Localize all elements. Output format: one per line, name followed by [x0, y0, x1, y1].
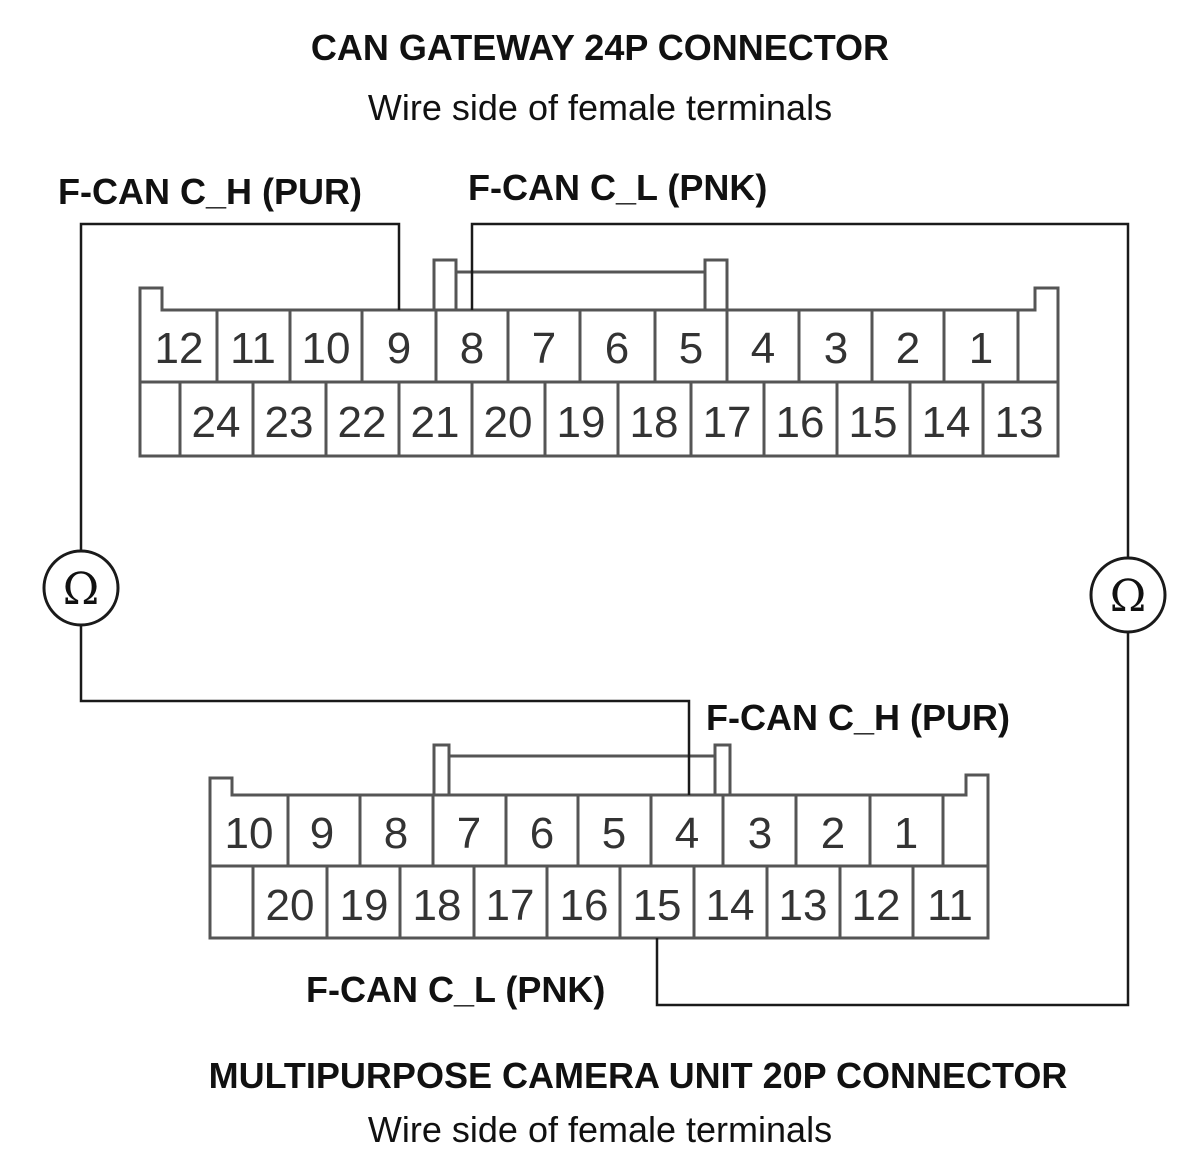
top-connector: [138, 258, 1060, 458]
wire-can-high-lower: [79, 624, 691, 795]
bottom-label-can-low: F-CAN C_L (PNK): [306, 969, 606, 1010]
top-connector-row1-pins: 12 11 10 9 8 7 6 5 4 3 2 1: [155, 324, 994, 373]
top-pin: 20: [484, 398, 533, 447]
ohm-icon: Ω: [1110, 571, 1146, 622]
top-pin: 5: [679, 324, 703, 373]
bottom-pin: 6: [530, 809, 554, 858]
top-pin: 9: [387, 324, 411, 373]
top-pin: 21: [411, 398, 460, 447]
bottom-pin: 9: [310, 809, 334, 858]
top-pin: 16: [776, 398, 825, 447]
bottom-connector-subtitle: Wire side of female terminals: [367, 1109, 833, 1150]
top-pin: 2: [896, 324, 920, 373]
top-pin: 3: [824, 324, 848, 373]
bottom-connector: [208, 743, 990, 940]
top-pin: 7: [532, 324, 556, 373]
top-label-can-high: F-CAN C_H (PUR): [58, 171, 362, 212]
top-pin: 15: [849, 398, 898, 447]
top-pin: 1: [969, 324, 993, 373]
bottom-pin: 12: [852, 881, 901, 930]
top-pin: 22: [338, 398, 387, 447]
bottom-pin: 4: [675, 809, 699, 858]
bottom-pin: 1: [894, 809, 918, 858]
bottom-pin: 10: [225, 809, 274, 858]
bottom-connector-row2-pins: 20 19 18 17 16 15 14 13 12 11: [266, 881, 973, 930]
top-connector-title: CAN GATEWAY 24P CONNECTOR: [310, 27, 890, 68]
bottom-pin: 5: [602, 809, 626, 858]
top-pin: 23: [265, 398, 314, 447]
bottom-pin: 11: [927, 881, 973, 930]
top-connector-subtitle: Wire side of female terminals: [367, 87, 833, 128]
top-pin: 8: [460, 324, 484, 373]
top-pin: 6: [605, 324, 629, 373]
bottom-pin: 18: [413, 881, 462, 930]
bottom-pin: 16: [560, 881, 609, 930]
bottom-pin: 8: [384, 809, 408, 858]
left-ohmmeter: Ω: [42, 549, 120, 627]
bottom-pin: 19: [340, 881, 389, 930]
bottom-pin: 13: [779, 881, 828, 930]
bottom-connector-title: MULTIPURPOSE CAMERA UNIT 20P CONNECTOR: [208, 1055, 1068, 1096]
top-connector-row2-pins: 24 23 22 21 20 19 18 17 16 15 14 13: [192, 398, 1044, 447]
ohm-icon: Ω: [63, 564, 99, 615]
top-pin: 11: [230, 324, 276, 373]
top-pin: 24: [192, 398, 241, 447]
bottom-pin: 2: [821, 809, 845, 858]
top-pin: 18: [630, 398, 679, 447]
top-pin: 12: [155, 324, 204, 373]
top-pin: 19: [557, 398, 606, 447]
wire-can-low-lower: [655, 632, 1130, 1007]
top-pin: 13: [995, 398, 1044, 447]
right-ohmmeter: Ω: [1089, 556, 1167, 634]
bottom-pin: 14: [706, 881, 755, 930]
bottom-pin: 7: [457, 809, 481, 858]
bottom-connector-row1-pins: 10 9 8 7 6 5 4 3 2 1: [225, 809, 919, 858]
bottom-pin: 3: [748, 809, 772, 858]
top-pin: 14: [922, 398, 971, 447]
top-pin: 4: [751, 324, 775, 373]
wire-can-low: [470, 222, 1130, 558]
top-pin: 10: [302, 324, 351, 373]
top-label-can-low: F-CAN C_L (PNK): [468, 167, 768, 208]
bottom-pin: 15: [633, 881, 682, 930]
bottom-pin: 20: [266, 881, 315, 930]
bottom-pin: 17: [486, 881, 535, 930]
wire-can-high: [79, 222, 401, 552]
top-pin: 17: [703, 398, 752, 447]
bottom-label-can-high: F-CAN C_H (PUR): [706, 697, 1010, 738]
